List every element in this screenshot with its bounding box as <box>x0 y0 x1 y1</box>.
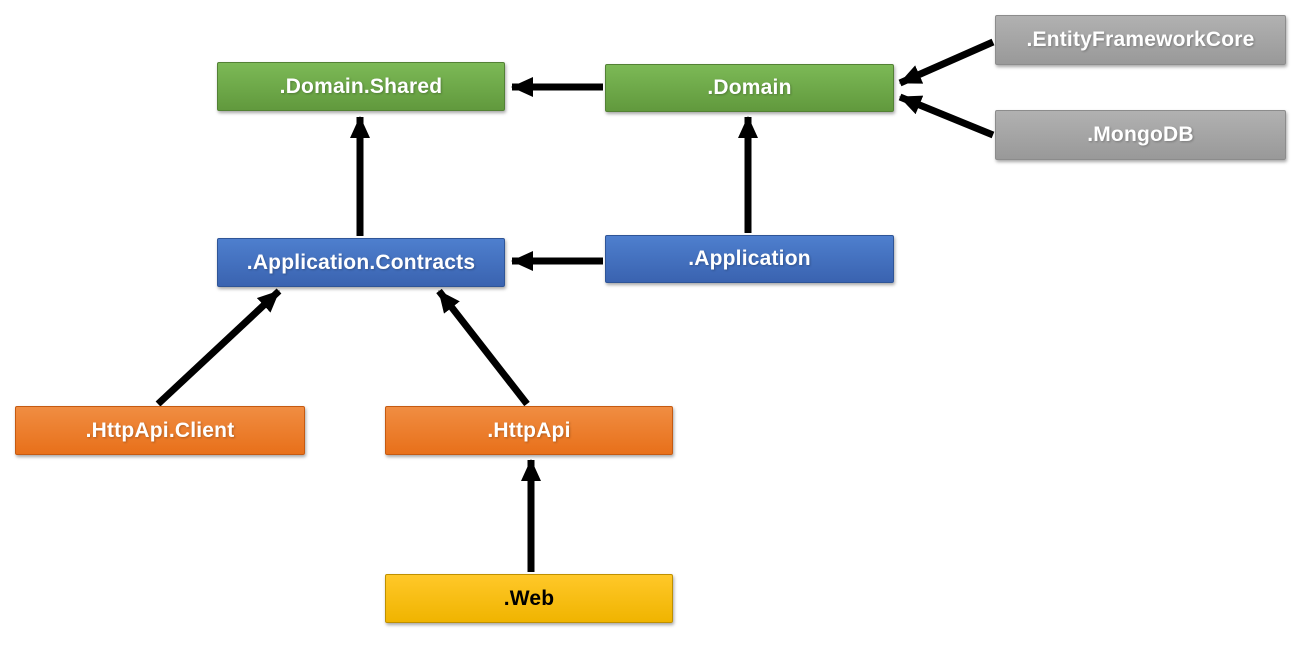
dependency-arrow-httpapi-client-to-application-contracts <box>155 288 282 407</box>
node-label: .HttpApi <box>487 418 571 442</box>
node-domain-shared: .Domain.Shared <box>217 62 505 111</box>
node-label: .HttpApi.Client <box>85 418 235 442</box>
node-application-contracts: .Application.Contracts <box>217 238 505 287</box>
node-label: .MongoDB <box>1087 123 1194 146</box>
node-entityframeworkcore: .EntityFrameworkCore <box>995 15 1286 65</box>
node-label: .Application <box>688 247 811 270</box>
node-httpapi-client: .HttpApi.Client <box>15 406 305 455</box>
node-label: .Domain.Shared <box>279 74 443 98</box>
node-label: .EntityFrameworkCore <box>1026 28 1255 51</box>
node-label: .Application.Contracts <box>246 250 476 274</box>
node-mongodb: .MongoDB <box>995 110 1286 160</box>
node-web: .Web <box>385 574 673 623</box>
dependency-arrow-entityframeworkcore-to-domain <box>898 38 995 87</box>
node-domain: .Domain <box>605 64 894 112</box>
node-application: .Application <box>605 235 894 283</box>
node-label: .Domain <box>707 76 792 99</box>
node-label: .Web <box>503 586 555 610</box>
node-httpapi: .HttpApi <box>385 406 673 455</box>
dependency-arrow-mongodb-to-domain <box>898 93 995 139</box>
dependency-arrow-httpapi-to-application-contracts <box>436 288 530 407</box>
